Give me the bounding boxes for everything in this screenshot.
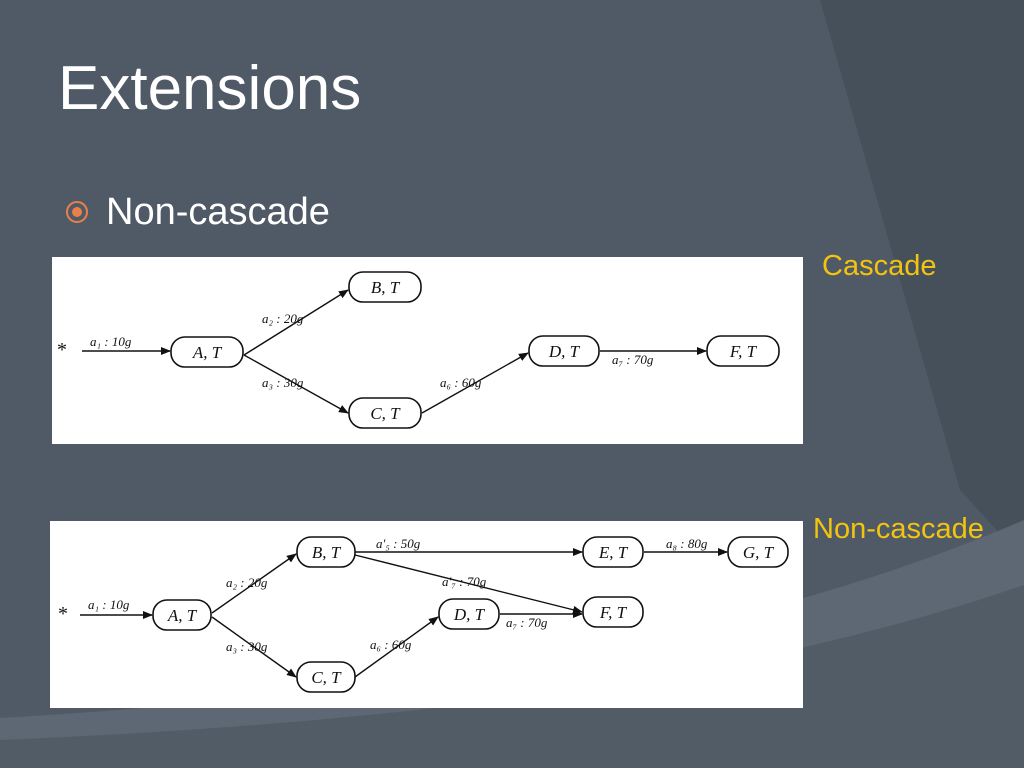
node-label: G, T <box>743 543 775 562</box>
edge-label: a₇ : 70g <box>612 352 654 367</box>
start-marker: * <box>57 339 67 361</box>
cascade-diagram-panel: * a₁ : 10g a₂ : 20g a₃ : 30g a₆ : 60g a₇… <box>52 257 803 444</box>
node-a: A, T <box>152 599 212 631</box>
node-label: F, T <box>599 603 628 622</box>
edge-label: a₁ : 10g <box>90 334 132 349</box>
node-d: D, T <box>528 335 600 367</box>
node-label: D, T <box>548 342 581 361</box>
slide-title: Extensions <box>58 54 362 123</box>
bullet-item: Non-cascade <box>66 190 330 233</box>
node-label: B, T <box>371 278 401 297</box>
edge-label: a₇ : 70g <box>506 615 548 630</box>
node-f: F, T <box>582 596 644 628</box>
node-c: C, T <box>348 397 422 429</box>
edge-label: a₁ : 10g <box>88 597 130 612</box>
node-label: C, T <box>370 404 401 423</box>
cascade-diagram: * a₁ : 10g a₂ : 20g a₃ : 30g a₆ : 60g a₇… <box>57 271 780 429</box>
node-c: C, T <box>296 661 356 693</box>
node-g: G, T <box>727 536 789 568</box>
noncascade-label: Non-cascade <box>813 513 984 545</box>
node-label: F, T <box>729 342 758 361</box>
edge-label: a′₅ : 50g <box>376 536 421 551</box>
background-curve-bottom-inner <box>0 585 1024 768</box>
edge-label: a′₇ : 70g <box>442 574 487 589</box>
cascade-label: Cascade <box>822 250 937 282</box>
edge-label: a₆ : 60g <box>440 375 482 390</box>
node-label: B, T <box>312 543 342 562</box>
node-f: F, T <box>706 335 780 367</box>
edge-label: a₂ : 20g <box>226 575 268 590</box>
node-label: D, T <box>453 605 486 624</box>
edge-c-d <box>421 352 529 414</box>
edge-a-c <box>243 354 349 414</box>
bullet-text: Non-cascade <box>106 190 330 233</box>
node-label: A, T <box>192 343 223 362</box>
node-e: E, T <box>582 536 644 568</box>
edge-label: a₆ : 60g <box>370 637 412 652</box>
noncascade-diagram: * a₁ : 10g a₂ : 20g a₃ : 30g a′₅ : 50g a… <box>58 536 789 693</box>
node-a: A, T <box>170 336 244 368</box>
background-curve-right <box>820 0 1024 560</box>
edge-a-b <box>211 553 297 614</box>
edge-label: a₃ : 30g <box>262 375 304 390</box>
node-b: B, T <box>296 536 356 568</box>
edge-a-b <box>243 289 349 356</box>
edge-c-d <box>354 616 439 678</box>
edge-label: a₈ : 80g <box>666 536 708 551</box>
circle-bullet-icon <box>66 201 88 223</box>
start-marker: * <box>58 603 68 625</box>
edge-b-f <box>354 554 583 614</box>
node-d: D, T <box>438 598 500 630</box>
node-label: C, T <box>311 668 342 687</box>
edge-label: a₂ : 20g <box>262 311 304 326</box>
noncascade-diagram-panel: * a₁ : 10g a₂ : 20g a₃ : 30g a′₅ : 50g a… <box>50 521 803 708</box>
node-b: B, T <box>348 271 422 303</box>
node-label: E, T <box>598 543 629 562</box>
node-label: A, T <box>167 606 198 625</box>
edge-label: a₃ : 30g <box>226 639 268 654</box>
edge-a-c <box>211 616 297 678</box>
